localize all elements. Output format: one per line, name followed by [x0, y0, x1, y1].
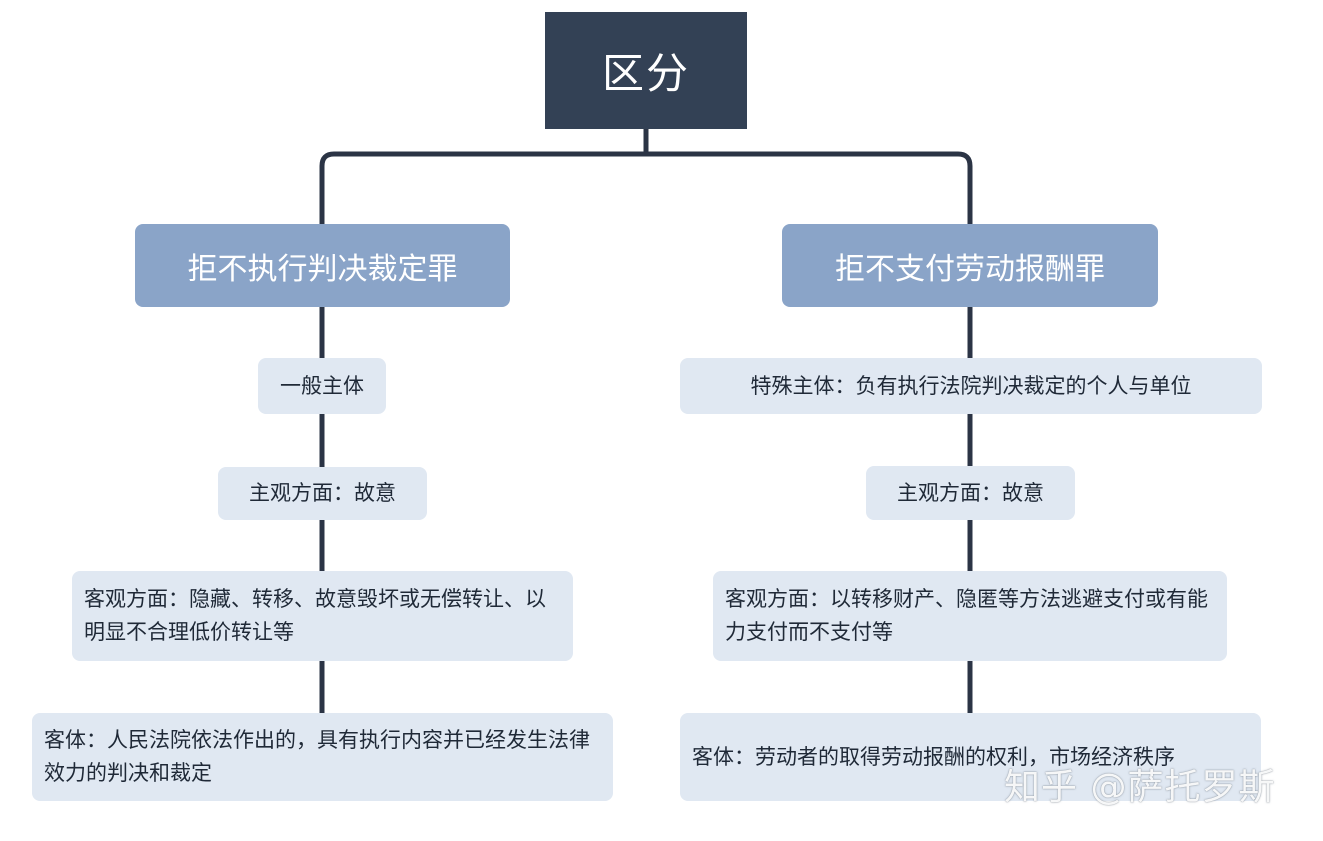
left-objective-node: 客观方面：隐藏、转移、故意毁坏或无偿转让、以明显不合理低价转让等 [72, 571, 573, 661]
left-subjective-node: 主观方面：故意 [218, 467, 427, 520]
left-subject-node: 一般主体 [258, 358, 386, 414]
right-subject-node: 特殊主体：负有执行法院判决裁定的个人与单位 [680, 358, 1262, 414]
left-objective-text: 客观方面：隐藏、转移、故意毁坏或无偿转让、以明显不合理低价转让等 [84, 587, 546, 644]
left-subject-text: 一般主体 [280, 373, 364, 398]
branch-node-right: 拒不支付劳动报酬罪 [782, 224, 1158, 307]
right-objective-text: 客观方面：以转移财产、隐匿等方法逃避支付或有能力支付而不支付等 [725, 587, 1208, 644]
right-objective-node: 客观方面：以转移财产、隐匿等方法逃避支付或有能力支付而不支付等 [713, 571, 1227, 661]
right-object-text: 客体：劳动者的取得劳动报酬的权利，市场经济秩序 [692, 744, 1175, 769]
right-subjective-node: 主观方面：故意 [866, 466, 1075, 520]
right-subject-text: 特殊主体：负有执行法院判决裁定的个人与单位 [750, 373, 1192, 398]
right-object-node: 客体：劳动者的取得劳动报酬的权利，市场经济秩序 [680, 713, 1261, 801]
root-title: 区分 [601, 49, 690, 98]
root-node: 区分 [545, 12, 747, 129]
branch-left-title: 拒不执行判决裁定罪 [187, 251, 458, 287]
left-object-text: 客体：人民法院依法作出的，具有执行内容并已经发生法律效力的判决和裁定 [44, 728, 590, 785]
left-object-node: 客体：人民法院依法作出的，具有执行内容并已经发生法律效力的判决和裁定 [32, 713, 613, 801]
right-subjective-text: 主观方面：故意 [897, 480, 1044, 505]
watermark: 知乎 @萨托罗斯 [1004, 767, 1276, 808]
branch-right-title: 拒不支付劳动报酬罪 [835, 251, 1105, 287]
branch-node-left: 拒不执行判决裁定罪 [135, 224, 510, 307]
left-subjective-text: 主观方面：故意 [249, 481, 396, 505]
